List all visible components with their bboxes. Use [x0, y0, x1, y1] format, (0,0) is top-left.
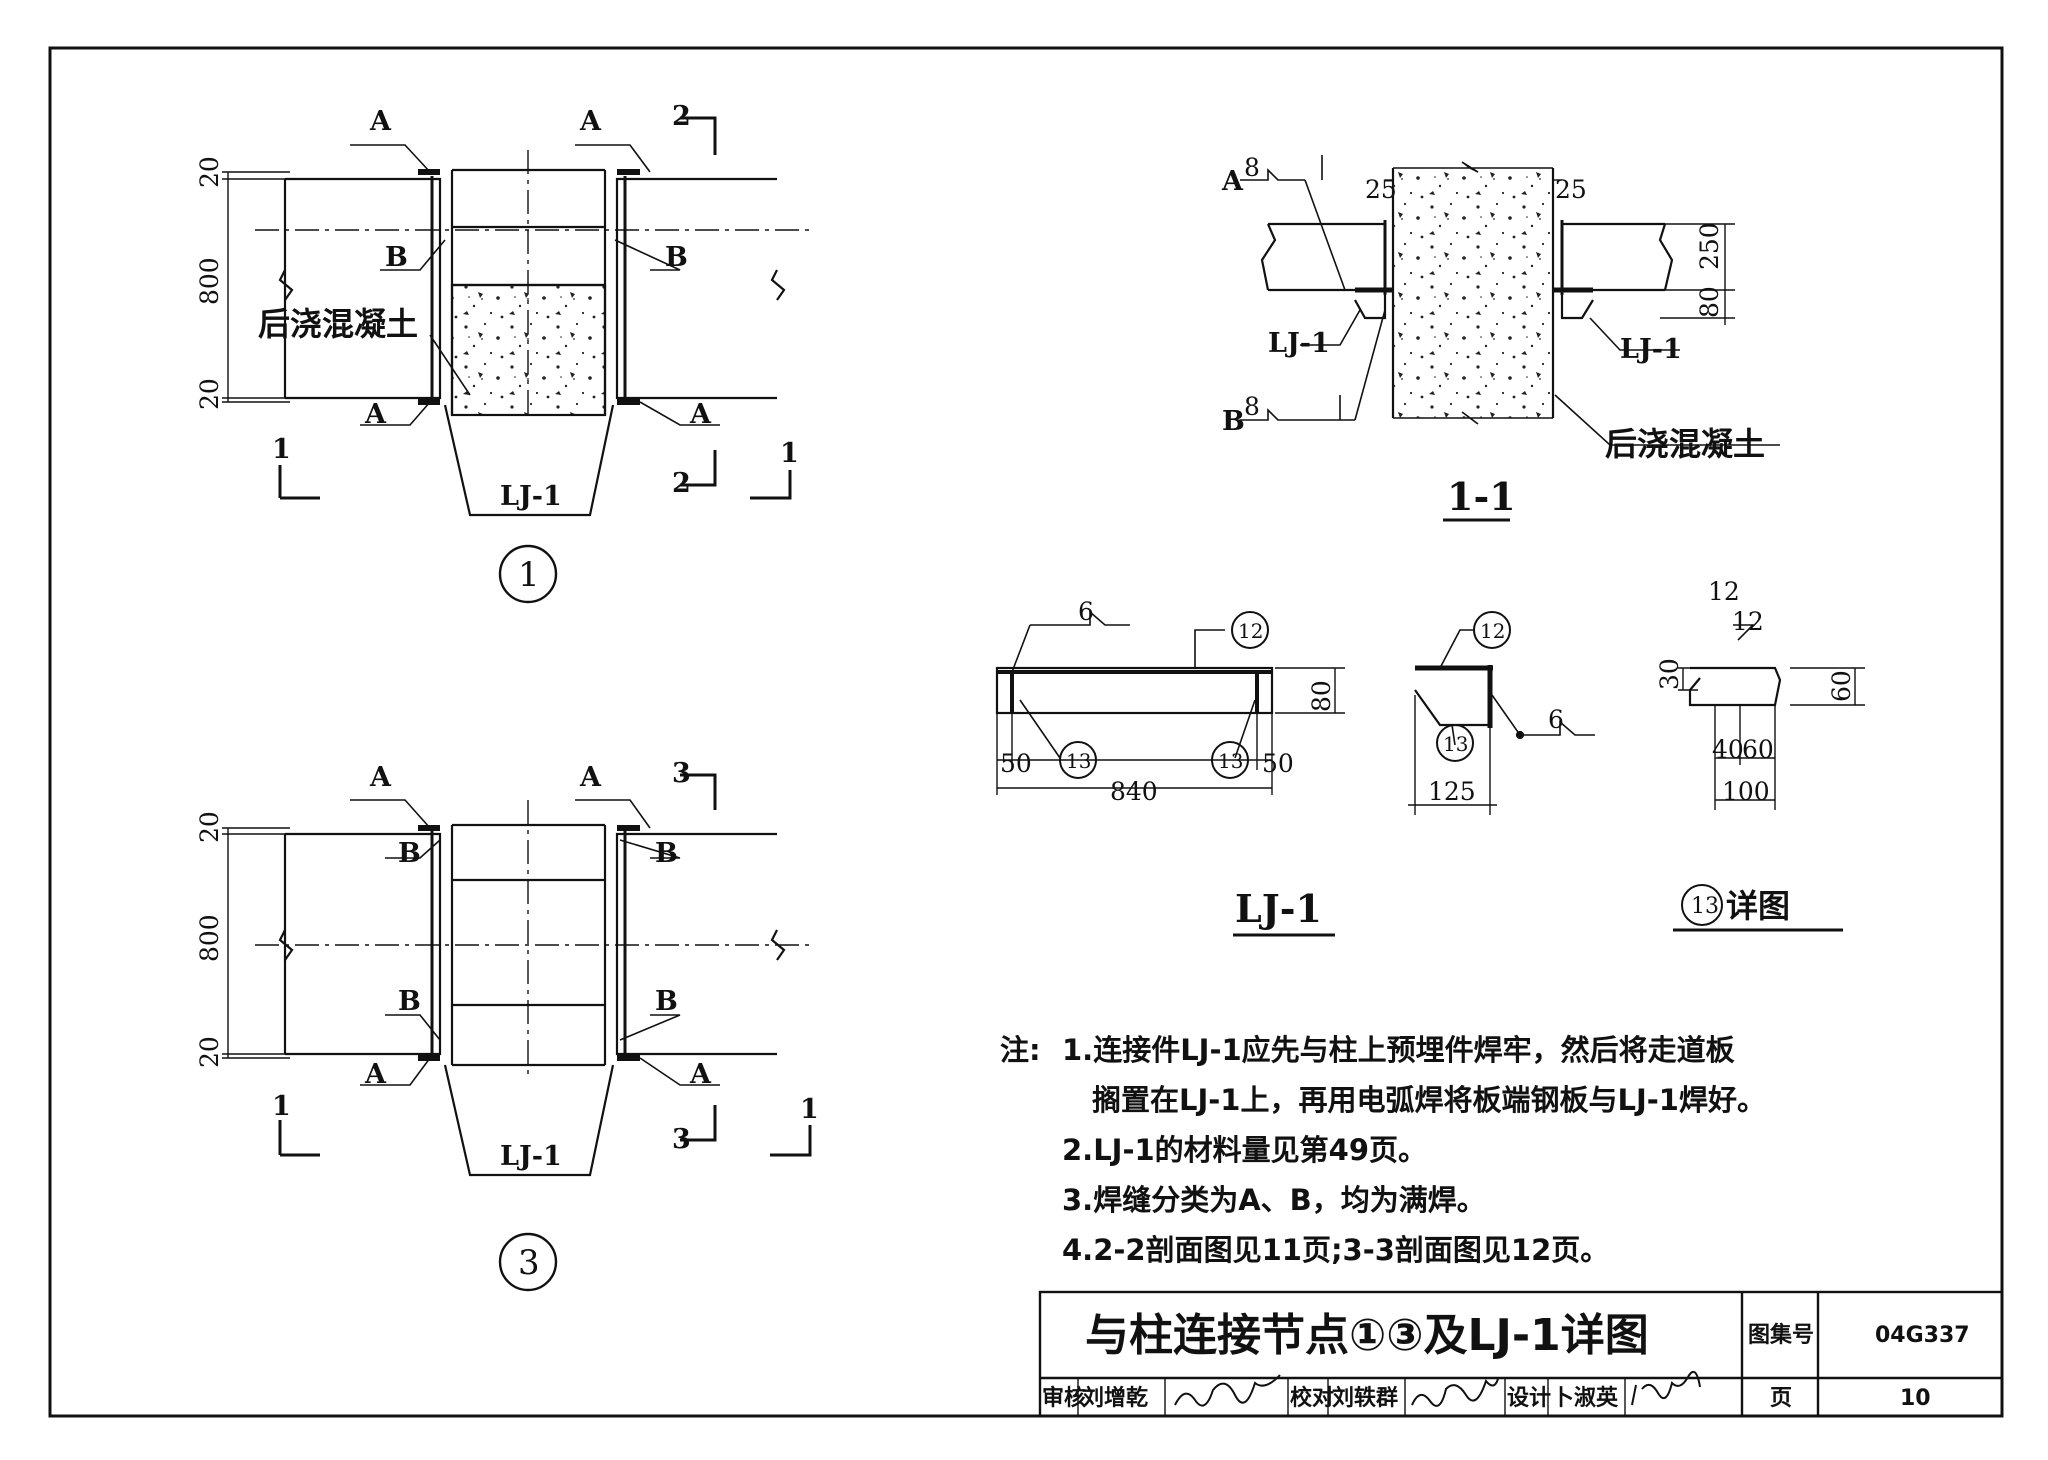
node-1-concrete — [452, 285, 605, 415]
bracket-weld-size: 6 — [1548, 705, 1564, 734]
node1-concrete-label: 后浇混凝土 — [258, 305, 418, 343]
node3-weld-a-br: A — [689, 1059, 712, 1090]
node1-weld-a-tl: A — [369, 106, 392, 137]
atlas-label: 图集号 — [1748, 1322, 1814, 1348]
section-concrete — [1393, 168, 1553, 418]
node3-weld-b-bl: B — [398, 986, 421, 1017]
lj1-part12-num: 12 — [1238, 619, 1263, 643]
checker-signature — [1411, 1378, 1499, 1407]
lj1-dim-840: 840 — [1110, 777, 1158, 806]
sec11-dim-80: 80 — [1695, 286, 1724, 318]
node-3-callout — [498, 1232, 558, 1292]
sec11-dim-25-r: 25 — [1555, 175, 1587, 204]
node1-sec2-top: 2 — [672, 101, 691, 132]
d13-dim-40: 40 — [1712, 735, 1744, 764]
sec11-dim-25-l: 25 — [1365, 175, 1397, 204]
node1-lj1-label: LJ-1 — [500, 481, 562, 512]
sec11-title: 1-1 — [1447, 474, 1516, 519]
node3-lj1-label: LJ-1 — [500, 1141, 562, 1172]
note-2: 2.LJ-1的材料量见第49页。 — [1062, 1133, 1427, 1167]
node1-weld-a-tr: A — [579, 106, 602, 137]
lj1-part13-r-num: 13 — [1218, 749, 1243, 773]
d13-dim-12-b: 12 — [1732, 607, 1764, 636]
node3-sec3-top: 3 — [672, 758, 691, 789]
node3-weld-a-bl: A — [364, 1059, 387, 1090]
node1-weld-b-r: B — [665, 242, 688, 273]
node3-weld-a-tl: A — [369, 762, 392, 793]
node3-sec1-l: 1 — [272, 1091, 291, 1122]
d13-title-num: 13 — [1691, 894, 1719, 919]
node3-weld-a-tr: A — [579, 762, 602, 793]
node1-weld-a-bl: A — [364, 399, 387, 430]
node1-sec1-l: 1 — [272, 434, 291, 465]
note-1b: 搁置在LJ-1上，再用电弧焊将板端钢板与LJ-1焊好。 — [1092, 1083, 1766, 1117]
node1-weld-a-br: A — [689, 399, 712, 430]
node3-weld-b-tr: B — [655, 838, 678, 869]
sec11-lj1-r: LJ-1 — [1620, 334, 1682, 365]
d13-dim-12-a: 12 — [1708, 577, 1740, 606]
detail-13 — [1673, 624, 1865, 932]
atlas-no: 04G337 — [1875, 1323, 1970, 1348]
bracket-detail — [1408, 629, 1595, 815]
sec11-weld-a: A — [1221, 166, 1244, 197]
note-3: 3.焊缝分类为A、B，均为满焊。 — [1062, 1183, 1486, 1217]
check-label: 校对 — [1290, 1385, 1334, 1411]
sheet-border — [48, 46, 2004, 1418]
drawing-title: 与柱连接节点①③及LJ-1详图 — [1085, 1310, 1649, 1361]
sec11-weld-b-size: 8 — [1244, 392, 1260, 421]
page-no: 10 — [1900, 1386, 1931, 1411]
d13-dim-100: 100 — [1722, 777, 1770, 806]
review-label: 审核 — [1042, 1385, 1086, 1411]
d13-dim-30: 30 — [1655, 658, 1684, 690]
design-label: 设计 — [1507, 1386, 1551, 1411]
lj1-detail — [995, 610, 1345, 937]
node3-dim-800: 800 — [195, 914, 224, 962]
lj1-dim-80: 80 — [1307, 680, 1336, 712]
node1-sec2-bot: 2 — [672, 468, 691, 499]
node1-dim-800: 800 — [195, 257, 224, 305]
sec11-dim-250: 250 — [1695, 222, 1724, 270]
node3-sec3-bot: 3 — [672, 1124, 691, 1155]
node-1-callout — [498, 544, 558, 604]
node1-weld-b-l: B — [385, 242, 408, 273]
title-block — [1038, 1290, 2004, 1418]
sec11-lj1-l: LJ-1 — [1268, 328, 1330, 359]
node3-sec1-r: 1 — [800, 1094, 819, 1125]
bracket-part13-num: 13 — [1443, 732, 1468, 756]
d13-dim-60-h: 60 — [1742, 735, 1774, 764]
d13-dim-60-v: 60 — [1827, 670, 1856, 702]
sec11-concrete-label: 后浇混凝土 — [1605, 425, 1765, 463]
sec11-weld-a-size: 8 — [1244, 153, 1260, 182]
review-name: 刘增乾 — [1082, 1385, 1148, 1411]
node-3-plan — [222, 773, 812, 1177]
d13-title: 详图 — [1726, 887, 1790, 925]
node3-dim-20-bot: 20 — [195, 1036, 224, 1068]
node3-callout-num: 3 — [518, 1243, 540, 1283]
note-1a: 1.连接件LJ-1应先与柱上预埋件焊牢，然后将走道板 — [1062, 1033, 1736, 1067]
node3-dim-20-top: 20 — [195, 811, 224, 843]
notes-head: 注: — [1000, 1033, 1041, 1067]
designer-signature — [1631, 1370, 1701, 1406]
node3-weld-b-tl: B — [398, 838, 421, 869]
page-label: 页 — [1770, 1386, 1792, 1411]
lj1-title: LJ-1 — [1235, 886, 1322, 931]
lj1-dim-50-r: 50 — [1262, 749, 1294, 778]
bracket-part12-num: 12 — [1480, 619, 1505, 643]
lj1-weld-size: 6 — [1078, 597, 1094, 626]
node3-weld-b-br: B — [655, 986, 678, 1017]
note-4: 4.2-2剖面图见11页;3-3剖面图见12页。 — [1062, 1233, 1609, 1267]
bracket-dim-125: 125 — [1428, 777, 1476, 806]
node1-dim-20-top: 20 — [195, 156, 224, 188]
node1-callout-num: 1 — [518, 555, 540, 595]
node1-sec1-r: 1 — [780, 438, 799, 469]
check-name: 刘轶群 — [1332, 1385, 1398, 1411]
node1-dim-20-bot: 20 — [195, 378, 224, 410]
lj1-dim-50-l: 50 — [1000, 749, 1032, 778]
lj1-part13-l-num: 13 — [1066, 749, 1091, 773]
sec11-weld-b: B — [1222, 406, 1245, 437]
design-name: 卜淑英 — [1552, 1386, 1619, 1411]
reviewer-signature — [1174, 1374, 1281, 1407]
